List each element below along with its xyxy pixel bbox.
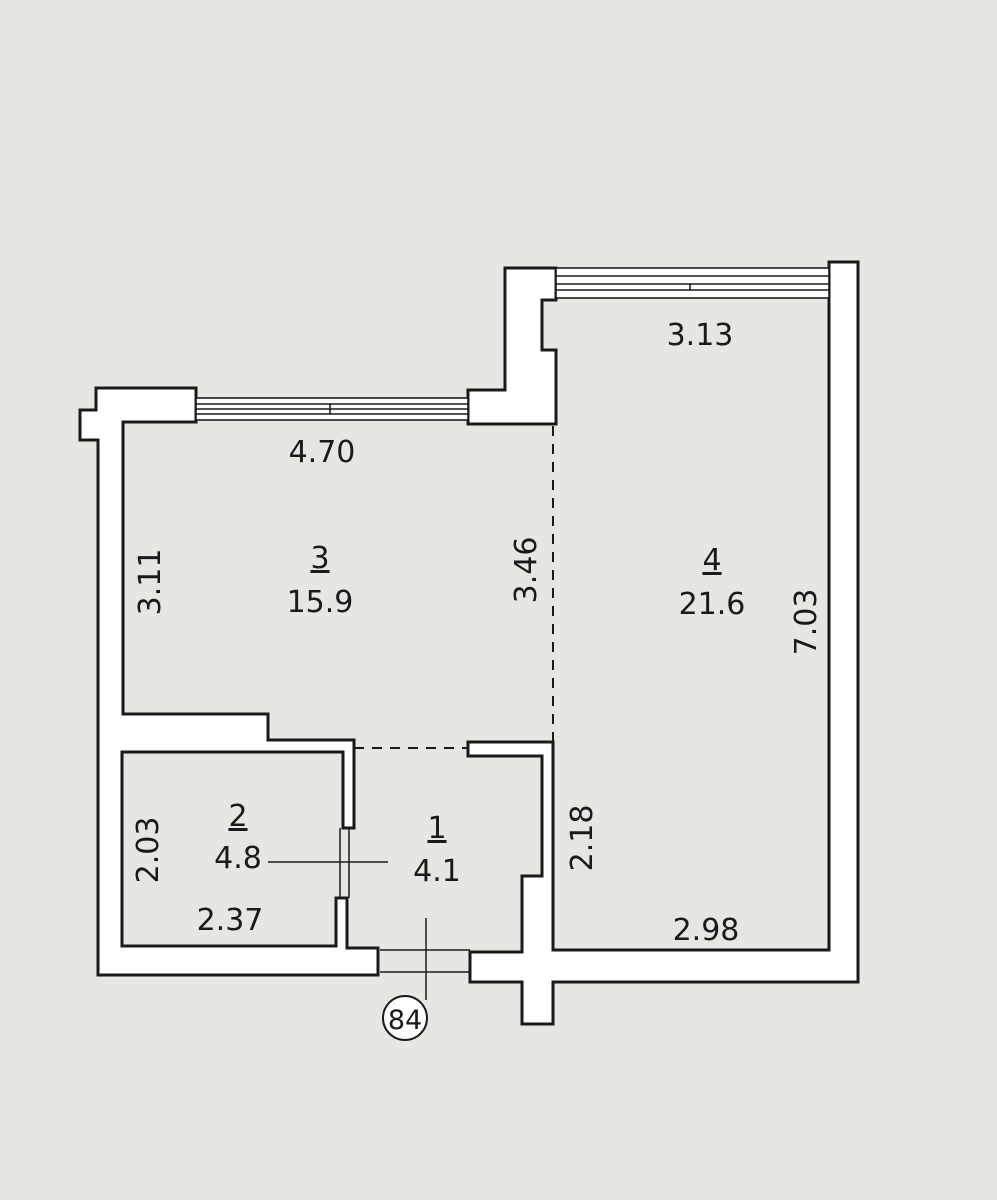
room-3-area: 15.9 xyxy=(287,585,354,620)
room-2-area: 4.8 xyxy=(214,841,262,876)
room-1-number: 1 xyxy=(427,811,446,846)
dim-room4-bottom: 2.98 xyxy=(673,913,740,948)
center-pillar xyxy=(466,266,558,426)
window-room4 xyxy=(555,267,830,299)
door-room2 xyxy=(339,828,350,898)
dim-room3-left: 3.11 xyxy=(133,549,168,616)
dim-room4-right: 7.03 xyxy=(789,589,824,656)
dim-room3-partition: 3.46 xyxy=(509,537,544,604)
dim-room4-left: 2.18 xyxy=(565,805,600,872)
dim-room2-bottom: 2.37 xyxy=(197,903,264,938)
room-2-number: 2 xyxy=(228,799,247,834)
room-3-number-main: 3 xyxy=(310,541,329,576)
dim-room4-top: 3.13 xyxy=(667,318,734,353)
dim-room2-left: 2.03 xyxy=(131,817,166,884)
window-room3 xyxy=(195,397,469,421)
entrance-door xyxy=(380,949,470,973)
room-1-area: 4.1 xyxy=(413,854,461,889)
left-outer-wall xyxy=(78,386,380,977)
entrance-marker: 84 xyxy=(382,995,428,1041)
room-4-number: 4 xyxy=(702,543,721,578)
entrance-marker-label: 84 xyxy=(388,1005,422,1036)
room-4-area: 21.6 xyxy=(679,587,746,622)
dim-room3-top: 4.70 xyxy=(289,435,356,470)
